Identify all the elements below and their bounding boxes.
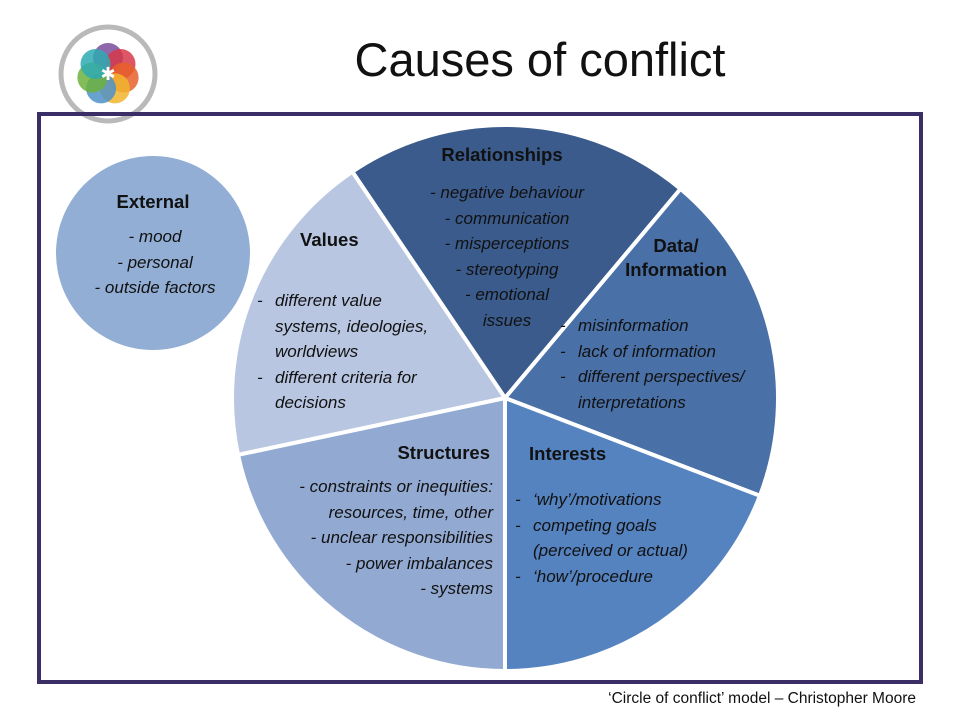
data-information-items: misinformation lack of information diffe… [558,313,783,415]
structures-item: unclear responsibilities [250,525,493,551]
structures-item: systems [250,576,493,602]
values-item: different criteria for [255,365,465,391]
values-items: different value systems, ideologies, wor… [255,288,465,416]
external-item: mood [65,224,245,250]
relationships-item: communication [402,206,612,232]
data-information-item: different perspectives/ [558,364,783,390]
relationships-items: negative behaviour communication misperc… [402,180,612,333]
svg-text:✱: ✱ [100,64,115,85]
values-item: worldviews [275,342,359,361]
data-information-label: Data/ Information [606,234,746,282]
structures-label: Structures [397,442,490,463]
values-item: different value [255,288,465,314]
flower-logo-icon: ✱ [58,24,158,124]
logo-petals [77,43,139,104]
interests-item: ‘how’/procedure [513,564,738,590]
relationships-item: negative behaviour [402,180,612,206]
source-caption: ‘Circle of conflict’ model – Christopher… [608,690,916,707]
structures-item: constraints or inequities: [250,474,493,500]
interests-items: ‘why’/motivations competing goals (perce… [513,487,738,589]
relationships-item: emotional [402,282,612,308]
values-item: systems, ideologies, [275,316,429,336]
external-item: personal [65,250,245,276]
interests-label: Interests [529,443,607,464]
page-title: Causes of conflict [354,33,726,86]
values-item: decisions [275,393,346,412]
data-information-label-line1: Data/ [653,235,699,256]
structures-item: power imbalances [250,551,493,577]
data-information-item: misinformation [558,313,783,339]
interests-item: competing goals [513,513,738,539]
structures-item: resources, time, other [328,502,493,522]
external-item: outside factors [65,275,245,301]
relationships-item: issues [482,310,532,330]
interests-item: ‘why’/motivations [513,487,738,513]
values-label: Values [300,229,359,250]
logo-petal [80,49,111,79]
external-label: External [116,191,190,212]
relationships-item: misperceptions [402,231,612,257]
structures-items: constraints or inequities: resources, ti… [250,474,493,602]
data-information-item: lack of information [558,339,783,365]
data-information-item: interpretations [578,392,686,412]
relationships-label: Relationships [441,144,563,165]
interests-item: (perceived or actual) [533,541,688,560]
diagram-frame [37,112,923,684]
external-items: mood personal outside factors [65,224,245,301]
relationships-item: stereotyping [402,257,612,283]
data-information-label-line2: Information [625,259,727,280]
